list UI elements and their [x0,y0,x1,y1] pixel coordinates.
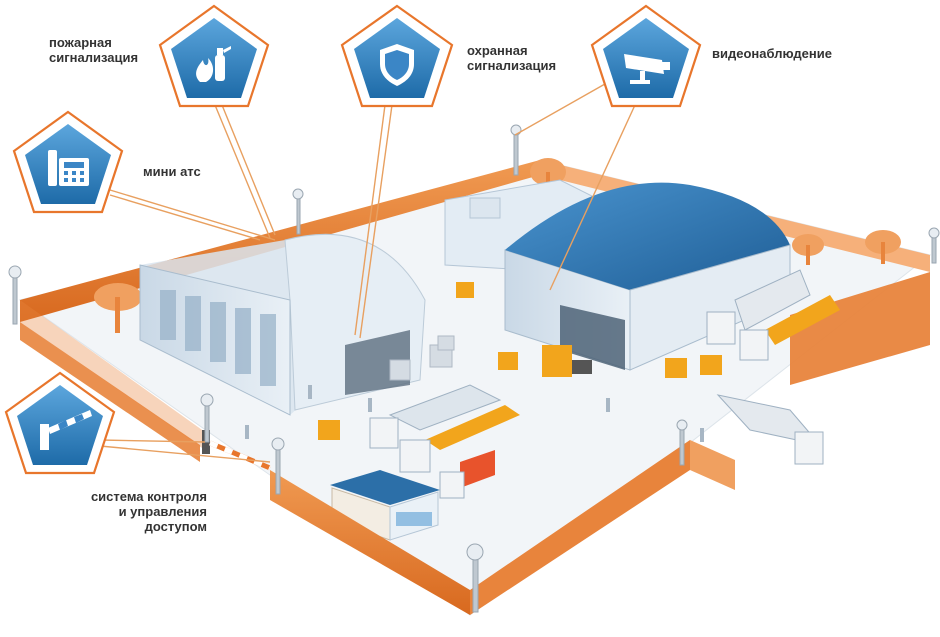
people [245,385,704,442]
truck-flatbed-yellow [399,405,520,473]
truck-flatbed-right [739,295,840,361]
tree-left [94,283,142,333]
security-alarm-label: охранная сигнализация [467,43,557,73]
truck-box-front [716,394,824,465]
access-control-label: система контроля и управления доступом [90,489,207,534]
callout-security-alarm [340,4,454,108]
forklifts [318,282,722,440]
barrier-gate-icon [40,410,92,450]
shield-icon [380,44,414,86]
truck-dumper [439,450,495,499]
video-surveillance-label: видеонаблюдение [712,46,832,61]
truck-box-right [706,269,811,345]
truck-flatbed-1 [369,384,502,449]
tractor-yellow [542,345,592,377]
tree-right [792,230,901,265]
fire-alarm-label: пожарная сигнализация [49,35,139,65]
fence-front [20,300,735,615]
warehouse-right [444,179,791,371]
mini-pbx-label: мини атс [143,164,201,179]
office-phone-icon [48,150,89,186]
callout-mini-pbx [12,110,124,214]
callout-fire-alarm [158,4,270,108]
cargo-crates [389,335,455,381]
cctv-camera-icon [624,54,670,84]
guard-booth [330,470,440,541]
fire-extinguisher-icon [196,46,231,82]
callout-video-surveillance [590,4,702,108]
callout-leader-lines [99,79,636,463]
callout-access-control [4,371,116,475]
